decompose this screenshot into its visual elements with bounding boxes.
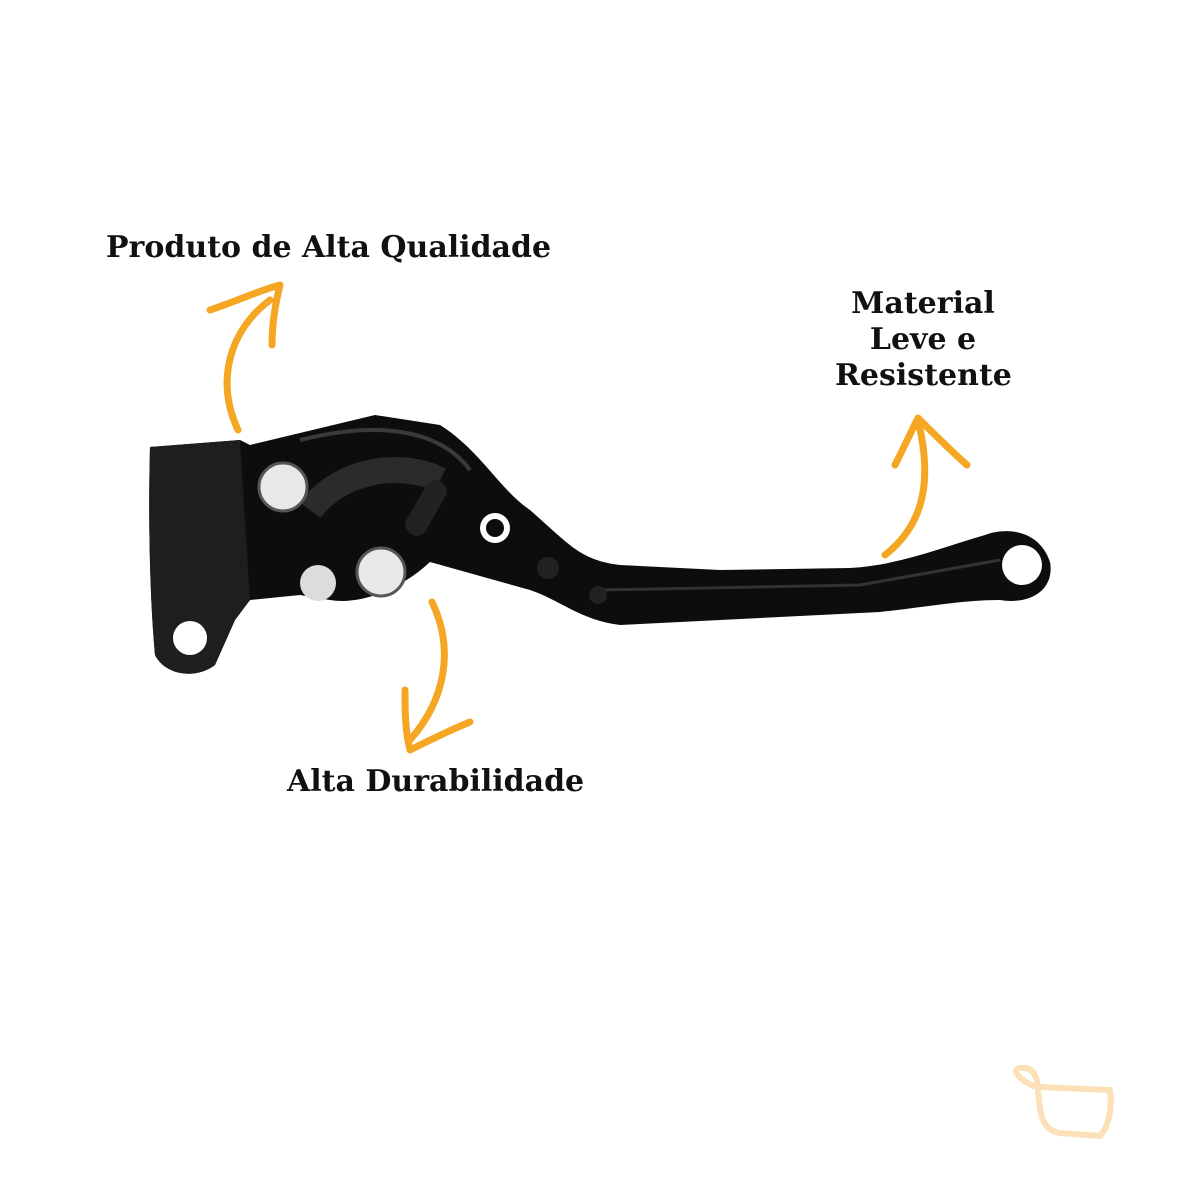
arrow-up-icon (881, 414, 971, 559)
label-material-line: Material (851, 286, 995, 321)
bolt-small (300, 565, 336, 601)
lever-tip-hole (1002, 545, 1042, 585)
label-material: Material Leve e Resistente (835, 286, 1012, 394)
arrow-down-icon (401, 598, 474, 754)
label-material-line: Leve e (869, 322, 977, 357)
bolt-top (257, 461, 309, 513)
brake-lever (149, 415, 1051, 674)
label-material-line: Resistente (835, 358, 1012, 393)
adjuster-dial (299, 457, 446, 519)
bolt-center (355, 546, 407, 598)
label-durability: Alta Durabilidade (287, 764, 585, 799)
label-quality: Produto de Alta Qualidade (106, 230, 552, 265)
mount-hole (173, 621, 207, 655)
arrow-up-icon (206, 281, 284, 434)
basket-logo-icon (1013, 1064, 1114, 1139)
